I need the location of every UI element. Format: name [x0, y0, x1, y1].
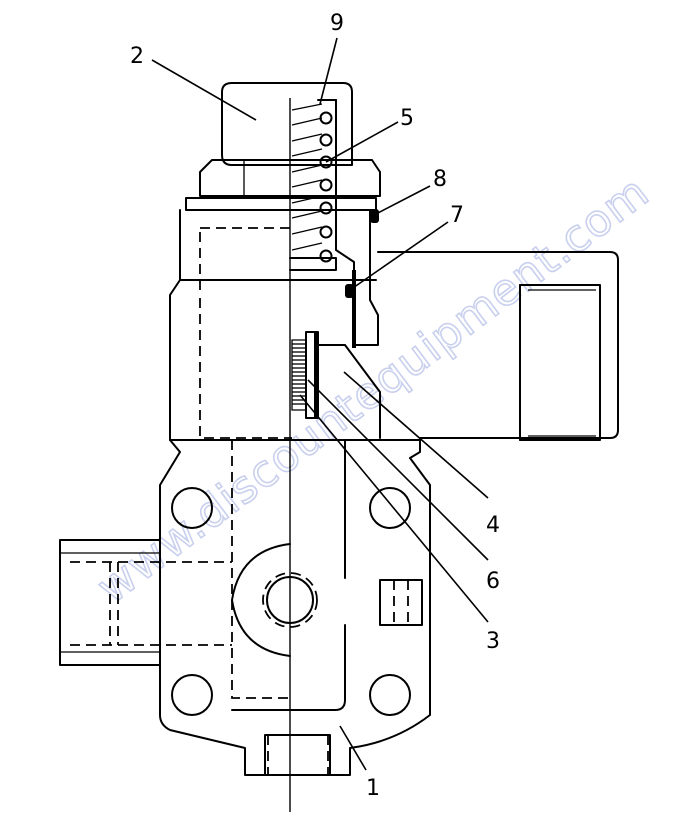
piston-assembly [291, 331, 381, 439]
mounting-holes [171, 487, 411, 716]
plunger-body [289, 99, 379, 346]
leader-lines [151, 37, 489, 771]
centre-passage [231, 543, 318, 657]
seal-strip [352, 270, 356, 348]
callout-3: 3 [486, 629, 500, 654]
callout-9: 9 [330, 11, 344, 36]
hidden-bores [70, 227, 409, 775]
spring [291, 103, 333, 263]
callout-7: 7 [450, 203, 464, 228]
valve-body [59, 209, 619, 776]
watermark: www.discountequipment.com [88, 166, 659, 614]
cap-nut [185, 82, 381, 211]
o-ring-8 [370, 209, 379, 223]
callout-1: 1 [366, 776, 380, 801]
callout-5: 5 [400, 106, 414, 131]
callout-2: 2 [130, 44, 144, 69]
callout-8: 8 [433, 167, 447, 192]
callout-4: 4 [486, 513, 500, 538]
o-ring-7 [345, 284, 354, 298]
callout-6: 6 [486, 569, 500, 594]
